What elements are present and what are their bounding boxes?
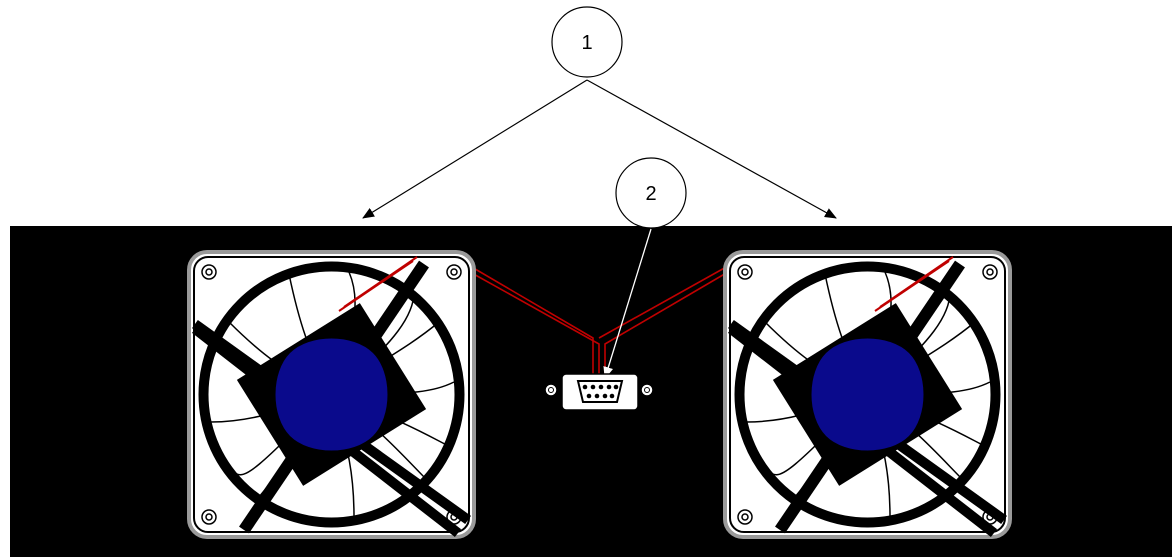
callout-1: 1 xyxy=(551,6,623,78)
callout-2-leader xyxy=(603,228,652,379)
fan-unit-icon xyxy=(189,252,474,537)
callout-2: 2 xyxy=(615,157,687,229)
callout-1-leaders xyxy=(362,79,837,219)
callout-1-label: 1 xyxy=(581,32,592,54)
db9-connector-icon xyxy=(544,373,654,411)
fan-unit-icon xyxy=(725,252,1010,537)
callout-2-label: 2 xyxy=(645,183,656,205)
